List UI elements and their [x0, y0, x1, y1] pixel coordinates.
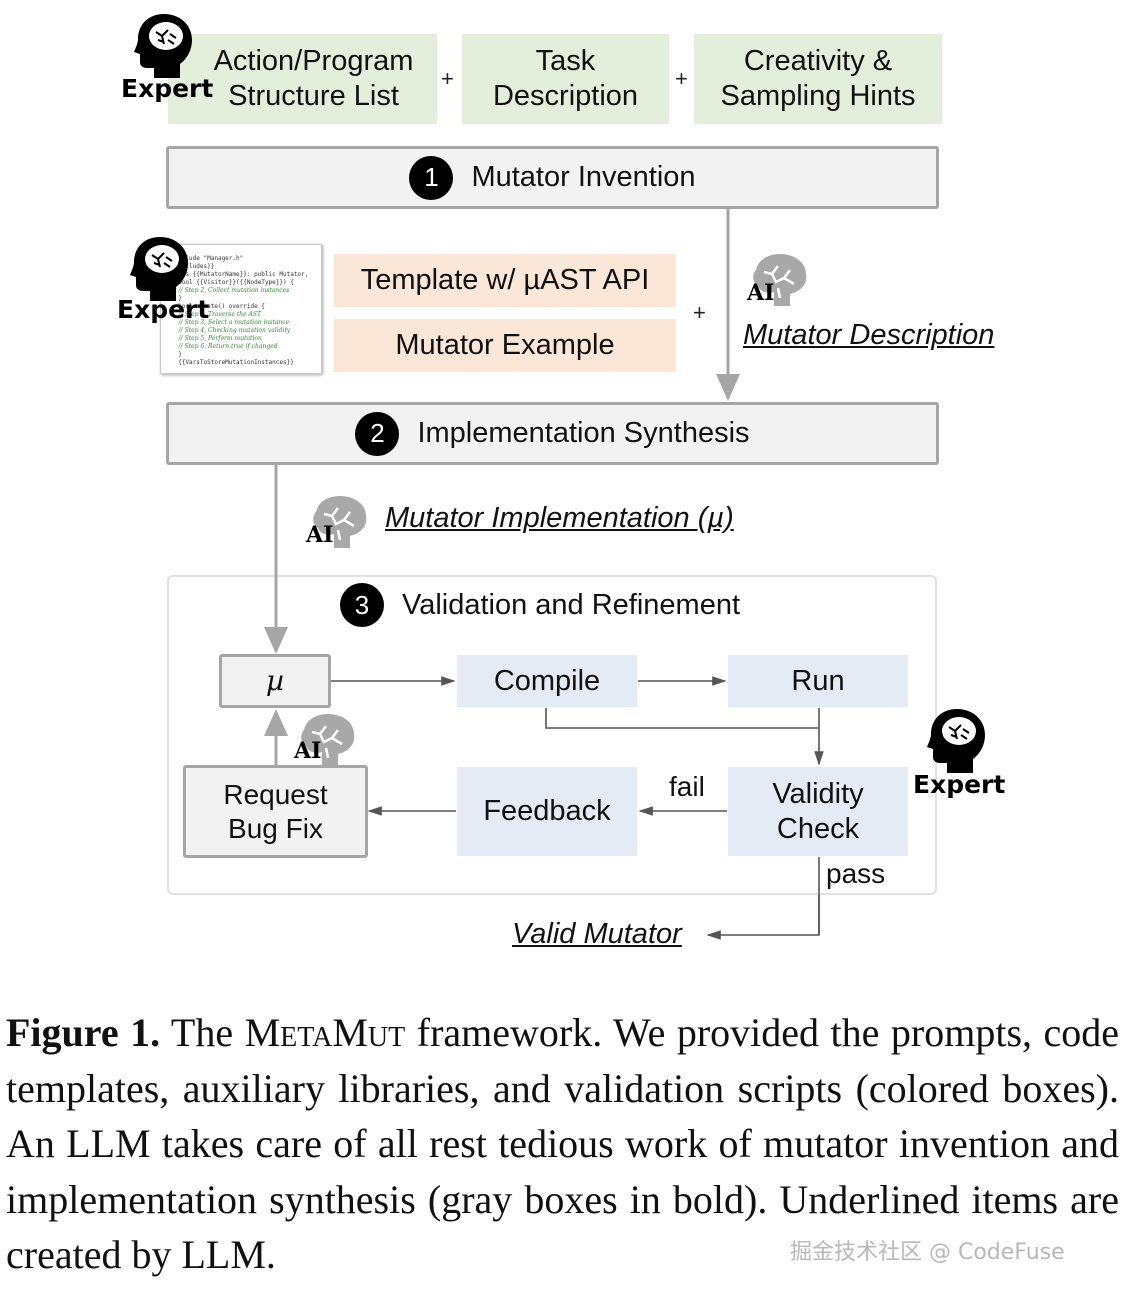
mutator-description-output: Mutator Description: [743, 319, 995, 351]
expert-head-icon: [134, 14, 192, 78]
input-label: Template w/ µAST API: [360, 264, 650, 297]
pass-label: pass: [826, 858, 886, 889]
input-label: Mutator Example: [395, 329, 615, 362]
request-bug-fix-box: Request Bug Fix: [183, 765, 368, 858]
ai-label: AI: [747, 280, 775, 306]
step-title: Validation and Refinement: [402, 588, 741, 621]
ai-label: AI: [294, 738, 322, 764]
mutator-implementation-output: Mutator Implementation (µ): [385, 502, 734, 534]
step-mutator-invention: 1 Mutator Invention: [166, 146, 939, 209]
request-label-line1: Request: [223, 778, 328, 810]
ai-brain-icon: [753, 254, 807, 306]
ai-label: AI: [306, 522, 334, 548]
code-line: // Step 6, Return true if changed: [171, 343, 278, 350]
loop-connector-layer: [264, 574, 824, 935]
code-line: // Step 5, Perform mutation: [171, 335, 262, 342]
plus-sign: +: [675, 66, 688, 91]
code-line: bool {{Visitor}}({{NodeType}}) {: [171, 279, 294, 286]
plus-sign: +: [693, 300, 706, 325]
step-validation-refinement: 3 Validation and Refinement: [340, 583, 740, 627]
mu-box: µ: [219, 654, 331, 708]
input-mutator-example: Mutator Example: [334, 319, 676, 372]
step-number-badge: 2: [355, 411, 400, 456]
ai-brain-icon: [301, 714, 355, 766]
feedback-label: Feedback: [483, 795, 611, 828]
code-line: // Step 1, Traverse the AST: [171, 311, 262, 318]
expert-label: Expert: [913, 770, 1006, 799]
expert-label: Expert: [117, 295, 210, 324]
expert-head-icon: [927, 709, 985, 773]
expert-head-icon: [130, 237, 188, 301]
input-label-line2: Structure List: [228, 80, 399, 112]
code-line: {{Includes}}: [171, 263, 215, 270]
input-template-uast-api: Template w/ µAST API: [334, 254, 676, 307]
feedback-box: Feedback: [457, 767, 637, 856]
fail-label: fail: [669, 771, 705, 802]
code-line: }: [171, 295, 182, 302]
code-line: }: [171, 351, 182, 358]
input-label-line2: Description: [492, 80, 639, 112]
figure-label: Figure 1.: [6, 1010, 161, 1055]
run-box: Run: [728, 655, 908, 707]
step-number-badge: 3: [340, 583, 384, 627]
plus-sign: +: [441, 66, 454, 91]
step-title: Mutator Invention: [471, 161, 696, 194]
arrow-compile-to-validity-inner: [545, 708, 819, 729]
code-line: // Step 4, Checking mutation validity: [171, 327, 291, 334]
input-task-description: Task Description: [462, 34, 669, 124]
step-title: Implementation Synthesis: [417, 417, 750, 450]
system-name: MetaMut: [244, 1010, 406, 1055]
valid-mutator-output: Valid Mutator: [512, 918, 682, 950]
input-label-line1: Task: [535, 45, 596, 78]
code-line: // Step 3, Select a mutation instance: [171, 319, 290, 326]
run-label: Run: [791, 664, 845, 697]
code-line: // Step 2, Collect mutation instances: [171, 287, 290, 294]
caption-text: framework. We provided the prompts, code…: [6, 1010, 1120, 1277]
input-action-program-structure-list: Action/Program Structure List: [168, 34, 437, 124]
expert-label: Expert: [121, 74, 214, 103]
step-implementation-synthesis: 2 Implementation Synthesis: [166, 402, 939, 465]
caption-the: The: [170, 1010, 234, 1055]
input-label-line1: Action/Program: [213, 45, 414, 78]
validity-label-line2: Check: [776, 812, 860, 845]
code-line: {{VarsToStoreMutationInstances}}: [171, 359, 294, 366]
input-label-line2: Sampling Hints: [720, 80, 916, 112]
watermark: 掘金技术社区 @ CodeFuse: [790, 1240, 1065, 1265]
code-line: bool mutate() override {: [171, 303, 265, 310]
compile-label: Compile: [493, 664, 601, 697]
compile-box: Compile: [457, 655, 637, 707]
step-number-badge: 1: [409, 155, 454, 200]
mu-label: µ: [265, 664, 285, 698]
request-label-line2: Bug Fix: [228, 812, 323, 844]
ai-brain-icon: [313, 496, 367, 548]
validity-label-line1: Validity: [772, 777, 864, 810]
validity-check-box: Validity Check: [728, 767, 908, 856]
figure-caption: Figure 1. The MetaMut framework. We prov…: [6, 1005, 1119, 1283]
input-creativity-sampling-hints: Creativity & Sampling Hints: [694, 34, 942, 124]
input-label-line1: Creativity &: [743, 45, 893, 78]
